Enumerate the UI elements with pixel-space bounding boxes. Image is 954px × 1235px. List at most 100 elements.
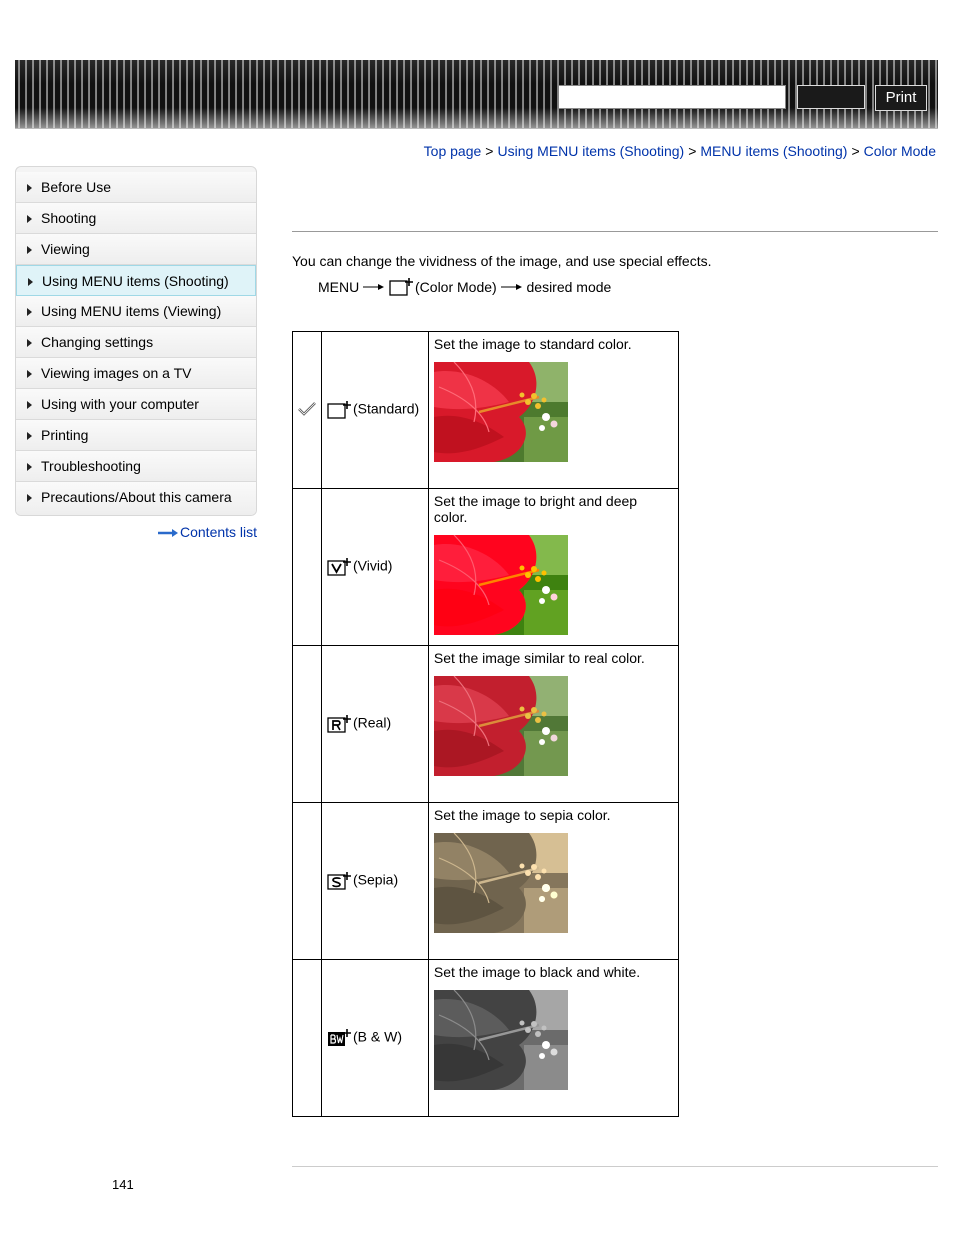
triangle-right-icon (27, 370, 32, 378)
mode-description: Set the image to black and white. (433, 964, 641, 980)
search-button[interactable] (797, 85, 865, 109)
sidebar-item-printing[interactable]: Printing (16, 420, 256, 451)
description-cell: Set the image to bright and deep color. (427, 488, 680, 646)
description-cell: Set the image to standard color. (427, 331, 680, 489)
sidebar-item-using-menu-viewing[interactable]: Using MENU items (Viewing) (16, 296, 256, 327)
color-mode-label: (Color Mode) (415, 279, 497, 295)
table-row: (Sepia) Set the image to sepia color. (292, 802, 680, 960)
hibiscus-photo-vivid (433, 535, 568, 635)
color-mode-icon (389, 278, 414, 296)
arrow-right-icon (158, 529, 178, 538)
triangle-right-icon (27, 246, 32, 254)
arrow-right-icon (500, 284, 522, 290)
sidebar-item-label: Using with your computer (41, 396, 199, 412)
sidebar-item-viewing-on-tv[interactable]: Viewing images on a TV (16, 358, 256, 389)
page-number: 141 (112, 1177, 134, 1192)
sidebar-item-label: Printing (41, 427, 89, 443)
menu-path: MENU (Color Mode) desired mode (318, 277, 611, 297)
sidebar-item-label: Viewing (41, 241, 90, 257)
menu-label: MENU (318, 279, 360, 295)
triangle-right-icon (28, 278, 33, 286)
mode-label: (Vivid) (353, 557, 393, 574)
mode-description: Set the image to sepia color. (433, 807, 611, 823)
table-row: (Standard) Set the image to standard col… (292, 331, 680, 489)
breadcrumb: Top page>Using MENU items (Shooting)>MEN… (424, 143, 936, 159)
sidebar-item-label: Precautions/About this camera (41, 489, 232, 505)
sidebar-item-label: Changing settings (41, 334, 154, 350)
mode-label: (Sepia) (353, 871, 399, 888)
sidebar-item-precautions[interactable]: Precautions/About this camera (16, 482, 256, 515)
default-cell (292, 645, 322, 803)
sidebar-item-changing-settings[interactable]: Changing settings (16, 327, 256, 358)
sidebar-item-using-menu-shooting[interactable]: Using MENU items (Shooting) (16, 265, 256, 296)
contents-list-link[interactable]: Contents list (158, 524, 257, 540)
mode-cell: (Sepia) (321, 802, 429, 960)
mode-cell: (B & W) (321, 959, 429, 1117)
triangle-right-icon (27, 463, 32, 471)
divider (292, 1166, 938, 1167)
mode-label: (Standard) (353, 400, 420, 417)
sidebar-item-using-with-computer[interactable]: Using with your computer (16, 389, 256, 420)
hibiscus-photo-sepia (433, 833, 568, 933)
hibiscus-photo-bw (433, 990, 568, 1090)
mode-description: Set the image to standard color. (433, 336, 632, 352)
triangle-right-icon (27, 308, 32, 316)
breadcrumb-separator: > (485, 143, 494, 159)
default-cell (292, 488, 322, 646)
default-cell (292, 959, 322, 1117)
breadcrumb-using-menu-shooting[interactable]: Using MENU items (Shooting) (497, 143, 685, 159)
mode-cell: (Vivid) (321, 488, 429, 646)
sidebar-item-label: Using MENU items (Shooting) (42, 273, 229, 289)
sidebar-item-label: Viewing images on a TV (41, 365, 192, 381)
table-row: (Vivid) Set the image to bright and deep… (292, 488, 680, 646)
breadcrumb-top-page[interactable]: Top page (423, 143, 482, 159)
breadcrumb-separator: > (851, 143, 860, 159)
breadcrumb-separator: > (688, 143, 697, 159)
triangle-right-icon (27, 184, 32, 192)
description-cell: Set the image to black and white. (427, 959, 680, 1117)
mode-cell: (Real) (321, 645, 429, 803)
sidebar-item-label: Before Use (41, 179, 112, 195)
default-cell (292, 802, 322, 960)
arrow-right-icon (363, 284, 385, 290)
checkmark-icon (298, 401, 316, 416)
contents-list-label: Contents list (180, 524, 258, 540)
breadcrumb-menu-items-shooting[interactable]: MENU items (Shooting) (700, 143, 848, 159)
description-cell: Set the image to sepia color. (427, 802, 680, 960)
sidebar-item-label: Shooting (41, 210, 97, 226)
table-row: (Real) Set the image similar to real col… (292, 645, 680, 803)
sidebar-nav: Before Use Shooting Viewing Using MENU i… (15, 166, 257, 516)
vivid-mode-icon (327, 558, 351, 576)
sidebar-item-before-use[interactable]: Before Use (16, 172, 256, 203)
triangle-right-icon (27, 432, 32, 440)
triangle-right-icon (27, 494, 32, 502)
mode-label: (Real) (353, 714, 392, 731)
description-cell: Set the image similar to real color. (427, 645, 680, 803)
sepia-mode-icon (327, 872, 351, 890)
sidebar-item-label: Troubleshooting (41, 458, 141, 474)
default-cell (292, 331, 322, 489)
hibiscus-photo-real (433, 676, 568, 776)
search-input[interactable] (558, 85, 786, 109)
real-mode-icon (327, 715, 351, 733)
sidebar-item-shooting[interactable]: Shooting (16, 203, 256, 234)
breadcrumb-color-mode[interactable]: Color Mode (863, 143, 936, 159)
mode-description: Set the image to bright and deep color. (433, 493, 638, 525)
print-button[interactable]: Print (875, 85, 927, 111)
intro-text: You can change the vividness of the imag… (292, 253, 712, 269)
triangle-right-icon (27, 215, 32, 223)
triangle-right-icon (27, 339, 32, 347)
color-mode-table: (Standard) Set the image to standard col… (292, 331, 680, 1117)
divider (292, 231, 938, 232)
desired-mode-label: desired mode (526, 279, 612, 295)
hibiscus-photo-standard (433, 362, 568, 462)
mode-cell: (Standard) (321, 331, 429, 489)
sidebar-item-troubleshooting[interactable]: Troubleshooting (16, 451, 256, 482)
table-row: (B & W) Set the image to black and white… (292, 959, 680, 1117)
triangle-right-icon (27, 401, 32, 409)
standard-mode-icon (327, 401, 351, 419)
mode-description: Set the image similar to real color. (433, 650, 645, 666)
sidebar-item-label: Using MENU items (Viewing) (41, 303, 222, 319)
sidebar-item-viewing[interactable]: Viewing (16, 234, 256, 265)
mode-label: (B & W) (353, 1028, 402, 1045)
